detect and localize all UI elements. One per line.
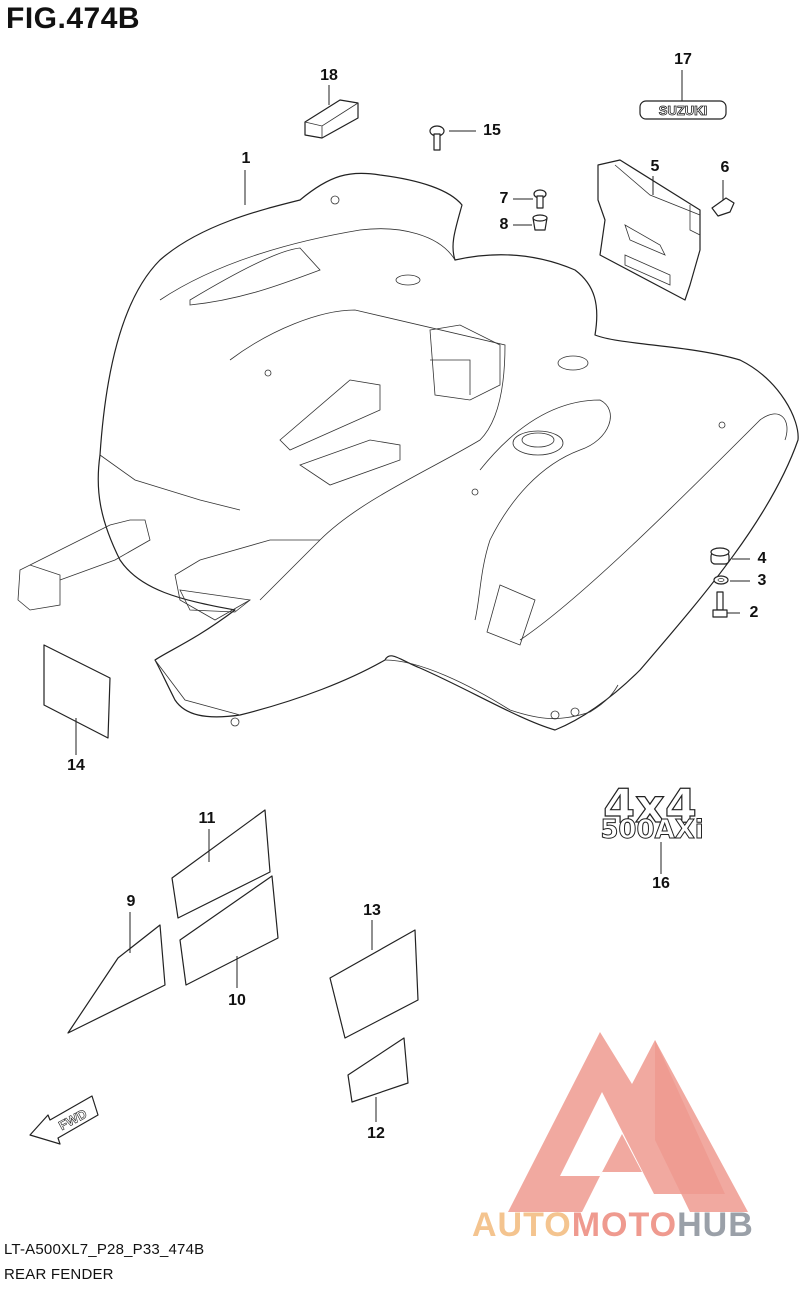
figure-name: REAR FENDER [4,1266,114,1283]
decal-10 [179,875,279,986]
callout-8: 8 [499,216,509,233]
bolt-part [429,125,445,151]
rear-fender-part [17,172,799,731]
callout-10: 10 [228,992,246,1009]
screw-part [533,189,547,209]
model-decal: 4x4 500AXi [600,778,704,845]
figure-code: LT-A500XL7_P28_P33_474B [4,1241,205,1258]
callout-3: 3 [757,572,767,589]
figure-title: FIG.474B [6,2,141,35]
callout-7: 7 [499,190,509,207]
bolt-part-2 [712,591,728,618]
model-decal-bottom: 500AXi [600,815,703,845]
watermark-hub: HUB [677,1206,754,1244]
clip-part [711,197,735,217]
callout-15: 15 [483,122,501,139]
decal-9 [67,924,166,1034]
grommet-part [710,547,730,565]
callout-9: 9 [126,893,136,910]
callout-1: 1 [241,150,251,167]
watermark-logo [508,1032,748,1212]
leader-lines [75,70,750,1122]
callout-16: 16 [652,875,670,892]
watermark-text: AUTOMOTOHUB [472,1206,754,1245]
model-decal-top: 4x4 [603,779,697,833]
callout-18: 18 [320,67,338,84]
callout-13: 13 [363,902,381,919]
callout-4: 4 [757,550,767,567]
callout-6: 6 [720,159,730,176]
suzuki-emblem: SUZUKI [639,100,727,120]
watermark-auto: AUTO [472,1206,572,1244]
bracket-part [597,159,701,301]
decal-13 [329,929,419,1039]
decal-12 [347,1037,409,1103]
callout-11: 11 [198,810,216,827]
sticker-14 [43,644,111,739]
callout-14: 14 [67,757,85,774]
decal-11 [171,809,271,919]
suzuki-emblem-text: SUZUKI [659,103,707,118]
callout-5: 5 [650,158,660,175]
block-part [304,99,359,139]
callout-17: 17 [674,51,692,68]
callout-12: 12 [367,1125,385,1142]
callout-2: 2 [749,604,759,621]
watermark-moto: MOTO [571,1206,678,1244]
fwd-arrow: FWD [29,1095,99,1145]
nut-part [532,214,548,231]
washer-part [713,575,729,585]
